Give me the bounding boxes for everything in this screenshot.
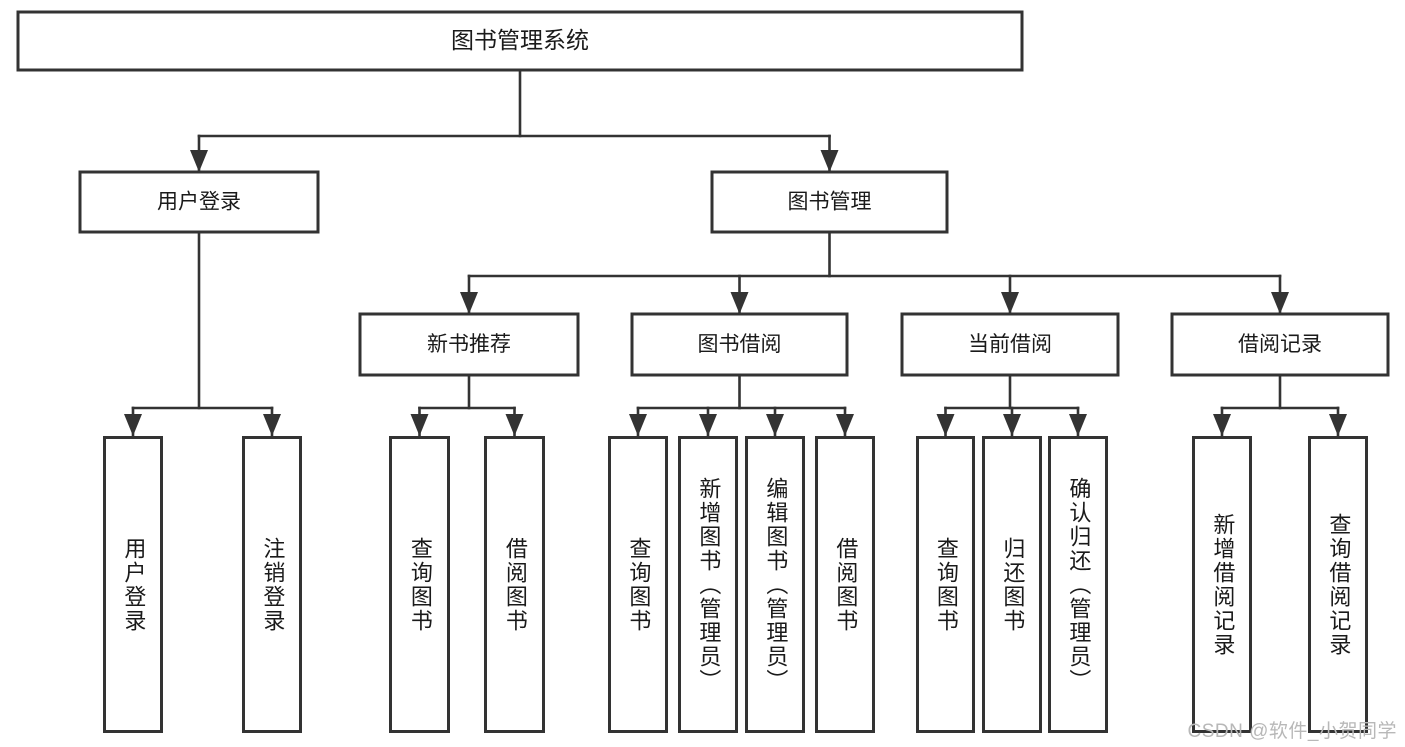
node-book-manage-label: 图书管理 — [788, 191, 872, 214]
node-borrow-record-rect — [1170, 312, 1390, 377]
node-book-borrow-label: 图书借阅 — [698, 333, 782, 356]
node-book-borrow-rect — [630, 312, 849, 377]
arrow-icon-leaf-logout-login — [263, 414, 281, 436]
node-user-login[interactable]: 用户登录 — [78, 170, 320, 234]
node-leaf-query-borrow-record[interactable] — [1308, 436, 1368, 733]
node-root-root-rect — [16, 10, 1024, 72]
arrow-icon-book-borrow — [730, 292, 749, 314]
arrow-icon-book-manage — [820, 150, 839, 172]
node-leaf-return-book[interactable] — [982, 436, 1042, 733]
arrow-icon-leaf-borrow-book-1 — [505, 414, 524, 436]
node-new-book-recommend[interactable]: 新书推荐 — [358, 312, 580, 377]
arrow-icon-new-book-recommend — [460, 292, 478, 314]
arrow-icon-borrow-record — [1271, 292, 1289, 314]
node-root-root-label: 图书管理系统 — [451, 27, 589, 53]
node-leaf-confirm-return[interactable] — [1048, 436, 1108, 733]
node-borrow-record[interactable]: 借阅记录 — [1170, 312, 1390, 377]
arrow-icon-leaf-add-borrow-record — [1213, 414, 1231, 436]
node-leaf-edit-book[interactable] — [745, 436, 805, 733]
arrow-icon-leaf-query-borrow-record — [1329, 414, 1347, 436]
node-leaf-add-borrow-record[interactable] — [1192, 436, 1252, 733]
node-current-borrow-label: 当前借阅 — [968, 333, 1052, 356]
node-new-book-recommend-label: 新书推荐 — [427, 333, 511, 356]
node-leaf-query-book-2[interactable] — [608, 436, 668, 733]
node-leaf-query-book-1[interactable] — [389, 436, 450, 733]
node-leaf-add-book[interactable] — [678, 436, 738, 733]
arrow-icon-leaf-query-book-1 — [410, 414, 429, 436]
node-leaf-query-book-3[interactable] — [916, 436, 975, 733]
node-current-borrow[interactable]: 当前借阅 — [900, 312, 1120, 377]
arrow-icon-leaf-user-login — [124, 414, 142, 436]
node-leaf-logout-login[interactable] — [242, 436, 302, 733]
node-user-login-rect — [78, 170, 320, 234]
node-root-root[interactable]: 图书管理系统 — [16, 10, 1024, 72]
node-leaf-user-login[interactable] — [103, 436, 163, 733]
arrow-icon-user-login — [190, 150, 208, 172]
node-borrow-record-label: 借阅记录 — [1238, 333, 1322, 356]
arrow-icon-leaf-confirm-return — [1069, 414, 1087, 436]
node-leaf-borrow-book-1[interactable] — [484, 436, 545, 733]
arrow-icon-leaf-borrow-book-2 — [836, 414, 854, 436]
node-new-book-recommend-rect — [358, 312, 580, 377]
arrow-icon-leaf-edit-book — [766, 414, 784, 436]
node-current-borrow-rect — [900, 312, 1120, 377]
arrow-icon-current-borrow — [1001, 292, 1019, 314]
node-book-borrow[interactable]: 图书借阅 — [630, 312, 849, 377]
arrow-icon-leaf-return-book — [1003, 414, 1021, 436]
arrow-icon-leaf-add-book — [699, 414, 717, 436]
node-user-login-label: 用户登录 — [157, 191, 241, 214]
arrow-icon-leaf-query-book-2 — [629, 414, 647, 436]
arrow-icon-leaf-query-book-3 — [936, 414, 955, 436]
node-leaf-borrow-book-2[interactable] — [815, 436, 875, 733]
node-book-manage[interactable]: 图书管理 — [710, 170, 949, 234]
node-book-manage-rect — [710, 170, 949, 234]
